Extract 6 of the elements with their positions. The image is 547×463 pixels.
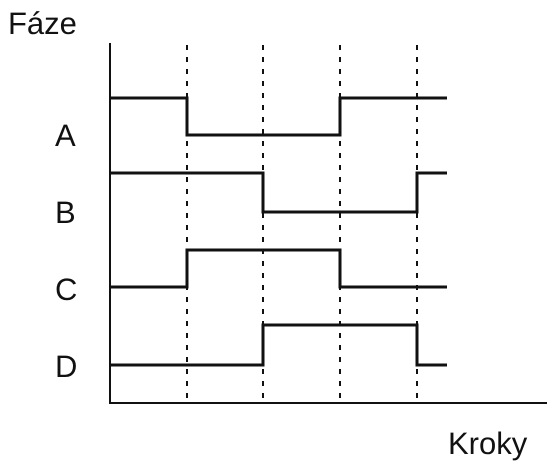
axis-title: Fáze	[8, 8, 77, 39]
phase-label: D	[55, 351, 78, 382]
axis-title: Kroky	[448, 428, 528, 459]
phase-label: B	[55, 197, 76, 228]
phase-label: A	[55, 120, 76, 151]
phase-label: C	[55, 274, 78, 305]
